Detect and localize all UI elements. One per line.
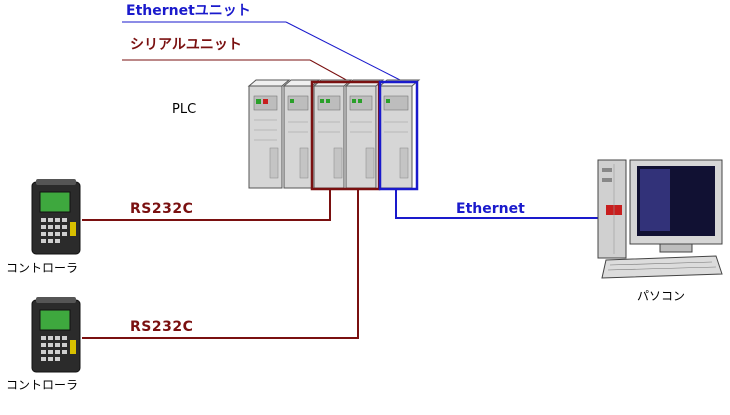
handheld-controller-icon: [31, 179, 81, 255]
plc-unit-2: [282, 79, 321, 189]
plc-rack-icon: [247, 79, 421, 189]
ethernet-label: Ethernet: [456, 201, 525, 217]
ethernet-unit-leader-diagonal: [285, 21, 405, 83]
plc-serial-unit-2: [344, 79, 385, 189]
ethernet-unit-highlight: [378, 80, 419, 191]
controller-label-1: コントローラ: [6, 261, 79, 275]
rs232c-label-2: RS232C: [130, 319, 194, 335]
serial-unit-label: シリアルユニット: [130, 37, 242, 53]
ethernet-unit-label: Ethernetユニット: [126, 3, 251, 19]
plc-label: PLC: [172, 102, 197, 117]
handheld-controller-icon: [31, 297, 81, 373]
plc-ethernet-unit: [378, 79, 421, 189]
pc-label: パソコン: [637, 289, 686, 303]
plc-serial-unit-1: [312, 79, 353, 189]
rs232c-cable-2: [82, 190, 359, 339]
serial-unit-leader-diagonal: [309, 59, 351, 83]
rs232c-cable-1: [82, 190, 331, 221]
ethernet-cable: [395, 190, 600, 219]
controller-label-2: コントローラ: [6, 378, 79, 392]
desktop-computer-icon: [597, 159, 723, 279]
rs232c-label-1: RS232C: [130, 201, 194, 217]
plc-unit-1: [247, 79, 291, 189]
